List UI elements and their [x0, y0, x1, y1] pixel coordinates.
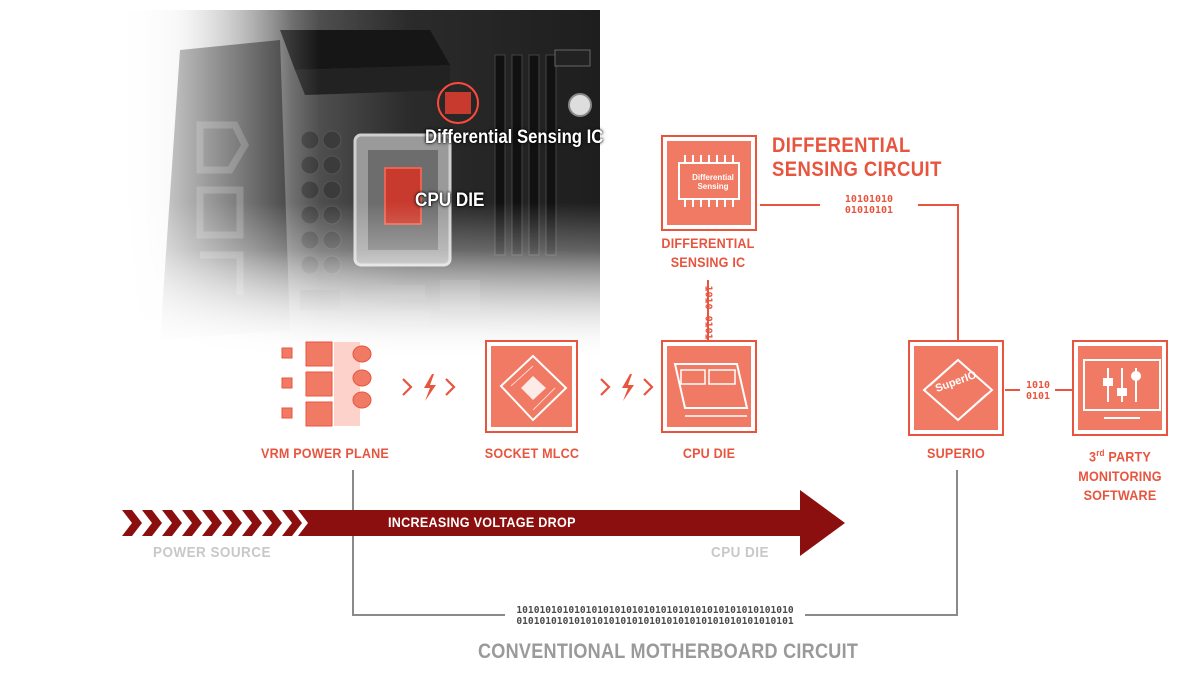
sensing-chip-icon [678, 155, 740, 207]
socket-chip-icon [499, 354, 568, 422]
sensing-ic-box: Differential Sensing [661, 135, 757, 231]
sensing-chip-text: Differential Sensing [685, 173, 741, 191]
conventional-circuit-title: CONVENTIONAL MOTHERBOARD CIRCUIT [478, 640, 859, 663]
voltage-drop-label: INCREASING VOLTAGE DROP [388, 514, 576, 530]
binary-top-line1: 10101010 [844, 194, 894, 205]
binary-right-line1: 1010 [1025, 380, 1051, 391]
socket-mlcc-label: SOCKET MLCC [484, 445, 580, 461]
sensing-circuit-title-line1: DIFFERENTIAL [772, 134, 911, 157]
cpu-die-box [661, 340, 757, 433]
software-label-line2: MONITORING [1078, 467, 1162, 484]
socket-mlcc-box [485, 340, 578, 433]
cpu-die-end-label: CPU DIE [711, 544, 769, 561]
sensing-ic-label-line2: SENSING IC [670, 254, 746, 270]
software-label-line1: 3rd PARTY [1088, 448, 1152, 465]
sensing-ic-label: DIFFERENTIAL SENSING IC [647, 234, 769, 272]
sensing-chip-text-line1: Differential [692, 173, 734, 182]
sensing-ic-label-line1: DIFFERENTIAL [661, 235, 755, 251]
callout-sensing-ic: Differential Sensing IC [425, 127, 604, 148]
superio-label: SUPERIO [927, 445, 985, 461]
binary-right-line2: 0101 [1025, 391, 1051, 402]
software-label: 3rd PARTY MONITORING SOFTWARE [1066, 444, 1174, 505]
vrm-label: VRM POWER PLANE [260, 445, 389, 461]
callout-cpu-die: CPU DIE [415, 190, 485, 211]
sensing-circuit-title-line2: SENSING CIRCUIT [772, 158, 942, 181]
lightning-icon [622, 374, 634, 401]
vrm-icon [281, 341, 372, 427]
binary-top: 10101010 01010101 [822, 194, 916, 216]
conventional-binary-line1: 1010101010101010101010101010101010101010… [516, 605, 794, 616]
binary-top-line2: 01010101 [844, 205, 894, 216]
conventional-binary: 1010101010101010101010101010101010101010… [505, 605, 805, 627]
flow-arrow-socket-cpu [600, 378, 654, 396]
superio-chip-icon [922, 358, 994, 422]
binary-vertical: 1010 0101 [702, 285, 714, 340]
software-box [1072, 340, 1168, 436]
monitor-sliders-icon [1083, 359, 1161, 419]
sensing-chip-text-line2: Sensing [697, 182, 729, 191]
flow-arrow-vrm-socket [402, 378, 456, 396]
cpu-chip-icon [673, 363, 749, 417]
cpu-die-label: CPU DIE [682, 445, 736, 461]
power-source-label: POWER SOURCE [153, 544, 271, 561]
voltage-drop-arrow [122, 490, 845, 556]
binary-right: 1010 0101 [1020, 380, 1056, 402]
superio-box: SuperIO [908, 340, 1004, 436]
conventional-binary-line2: 0101010101010101010101010101010101010101… [516, 616, 794, 627]
lightning-icon [424, 374, 436, 401]
software-label-line3: SOFTWARE [1083, 486, 1157, 503]
